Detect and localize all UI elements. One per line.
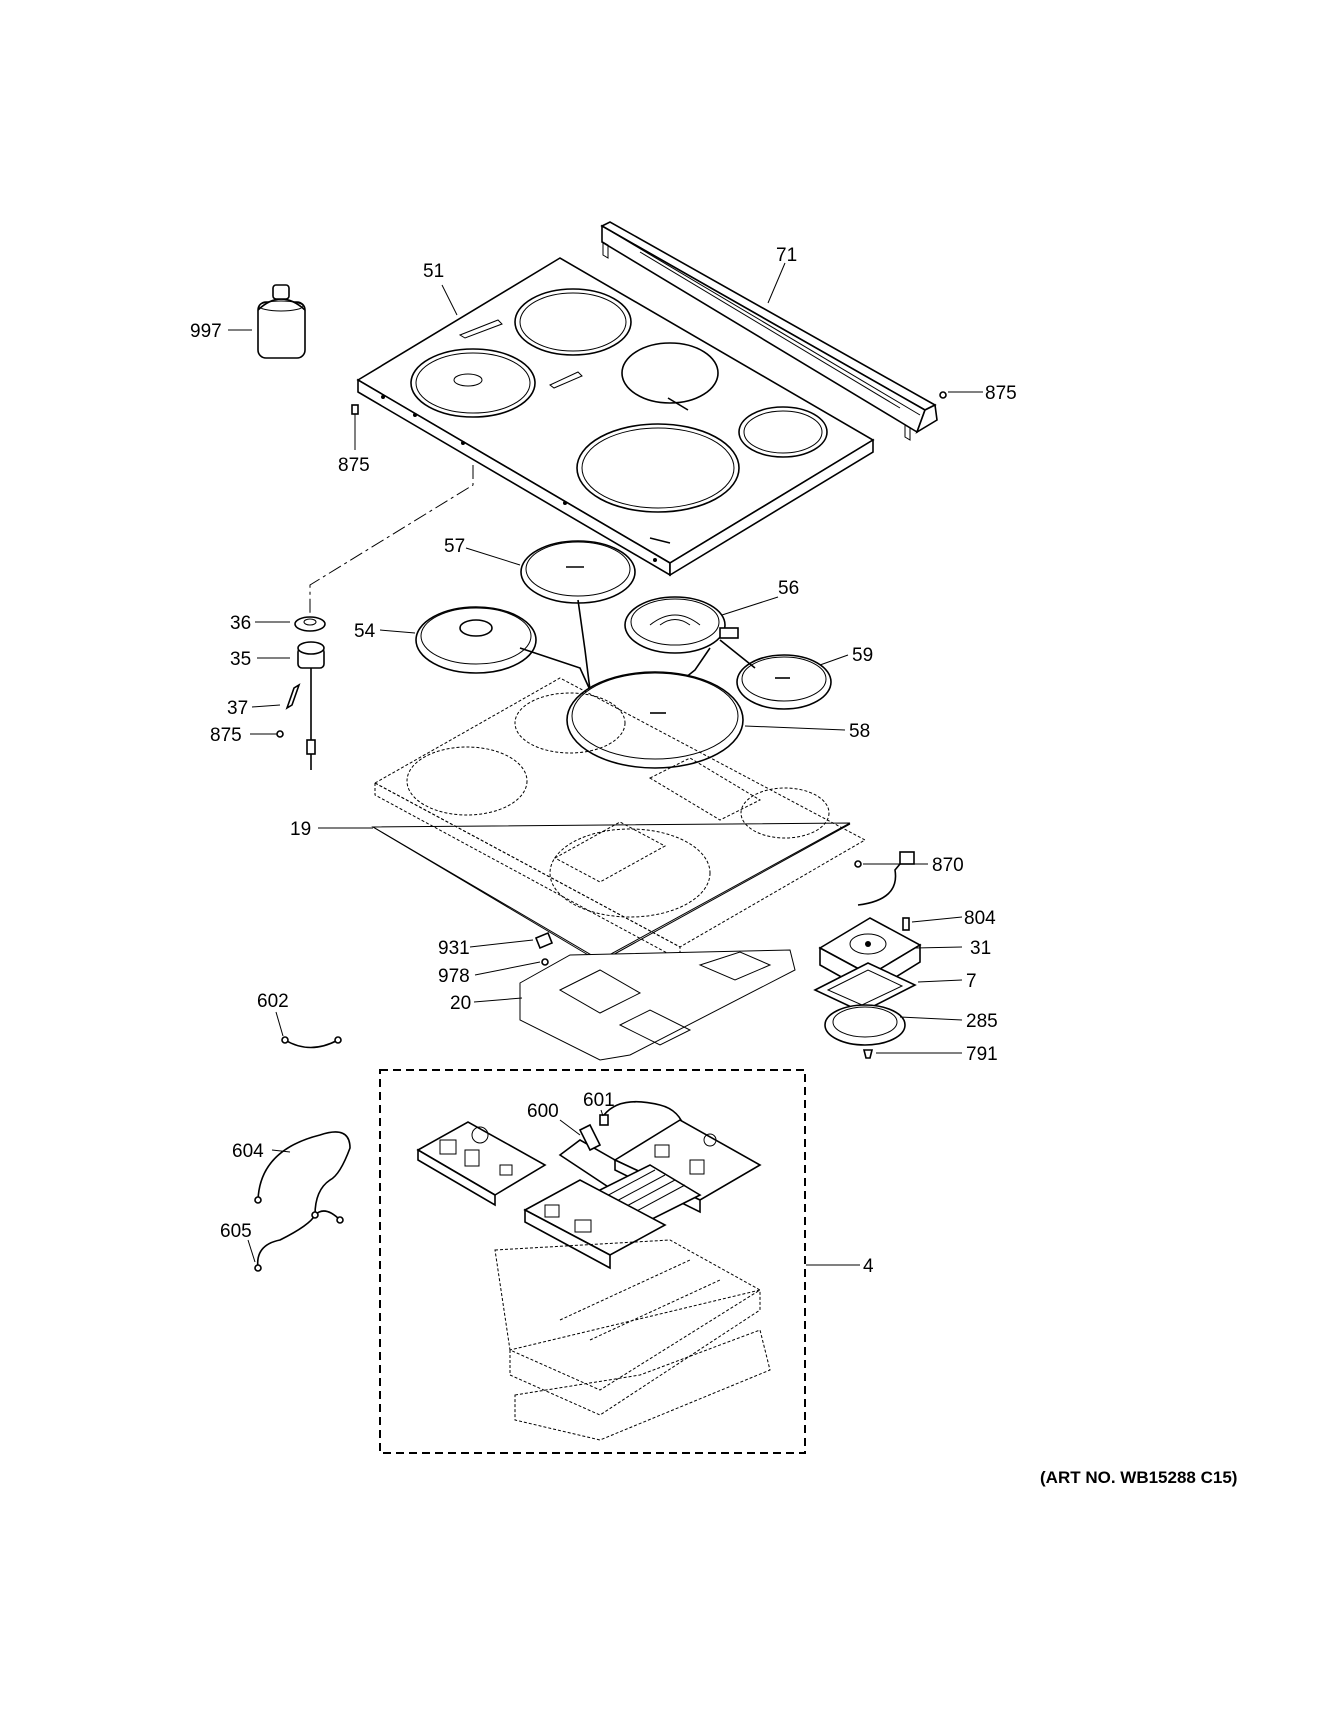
callout-57: 57 xyxy=(444,536,465,557)
callout-56: 56 xyxy=(778,578,799,599)
radiant-element-56[interactable] xyxy=(624,596,739,654)
wire-connector-804-harness xyxy=(857,851,915,906)
callout-875: 875 xyxy=(338,455,370,476)
wire-harness-604[interactable] xyxy=(254,1131,351,1216)
cooktop-cleaner-bottle[interactable] xyxy=(257,284,306,359)
glass-cooktop[interactable] xyxy=(356,257,875,577)
callout-labels: 51 71 997 875 875 875 57 56 36 54 35 59 … xyxy=(190,245,1017,1277)
callout-870: 870 xyxy=(932,855,964,876)
callout-285: 285 xyxy=(966,1011,998,1032)
screw-875-a[interactable] xyxy=(351,404,359,450)
callout-791: 791 xyxy=(966,1044,998,1065)
callout-71: 71 xyxy=(776,245,797,266)
control-board-left xyxy=(416,1121,547,1207)
screw-791[interactable] xyxy=(862,1049,874,1059)
leader-lines xyxy=(228,262,983,1266)
callout-602: 602 xyxy=(257,991,289,1012)
screw-978[interactable] xyxy=(541,958,549,966)
callout-54: 54 xyxy=(354,621,376,642)
callout-4: 4 xyxy=(863,1256,874,1277)
callout-978: 978 xyxy=(438,966,470,987)
sensor-35[interactable] xyxy=(297,641,325,770)
callout-605: 605 xyxy=(220,1221,252,1242)
radiant-element-54[interactable] xyxy=(415,606,537,674)
radiant-element-57[interactable] xyxy=(520,540,636,604)
screw-875-b[interactable] xyxy=(939,391,947,399)
callout-604: 604 xyxy=(232,1141,264,1162)
callout-20: 20 xyxy=(450,993,471,1014)
fan-shroud-285[interactable] xyxy=(824,1004,906,1046)
radiant-element-59[interactable] xyxy=(736,654,832,710)
callout-36: 36 xyxy=(230,613,251,634)
callout-31: 31 xyxy=(970,938,991,959)
nut-931[interactable] xyxy=(534,931,554,950)
control-board-front xyxy=(523,1179,667,1270)
art-number-caption: (ART NO. WB15288 C15) xyxy=(1040,1468,1238,1487)
fan-gasket-7[interactable] xyxy=(813,962,917,1013)
callout-35: 35 xyxy=(230,649,251,670)
screw-804[interactable] xyxy=(902,917,910,931)
callout-997: 997 xyxy=(190,321,222,342)
callout-59: 59 xyxy=(852,645,873,666)
callout-804: 804 xyxy=(964,908,996,929)
alignment-line xyxy=(309,465,474,620)
element-mounting-tray xyxy=(373,677,867,961)
rear-vent-trim[interactable] xyxy=(600,221,938,441)
callout-601: 601 xyxy=(583,1090,615,1111)
callout-875: 875 xyxy=(210,725,242,746)
wire-harness-605[interactable] xyxy=(254,1210,344,1272)
callout-51: 51 xyxy=(423,261,444,282)
callout-931: 931 xyxy=(438,938,470,959)
callout-37: 37 xyxy=(227,698,248,719)
screw-875-c[interactable] xyxy=(276,730,284,738)
radiant-element-58[interactable] xyxy=(566,671,744,769)
callout-600: 600 xyxy=(527,1101,559,1122)
callout-7: 7 xyxy=(966,971,977,992)
screw-870[interactable] xyxy=(854,860,862,868)
callout-875: 875 xyxy=(985,383,1017,404)
wire-harness-602[interactable] xyxy=(281,1036,342,1049)
insulation-19[interactable] xyxy=(371,822,851,963)
callout-19: 19 xyxy=(290,819,311,840)
heat-shield-20[interactable] xyxy=(519,949,796,1061)
bracket-37[interactable] xyxy=(285,683,301,710)
knob-36[interactable] xyxy=(294,616,326,632)
board-tray-dashed xyxy=(494,1239,771,1441)
callout-58: 58 xyxy=(849,721,870,742)
control-assembly-box-4[interactable] xyxy=(379,1069,806,1454)
